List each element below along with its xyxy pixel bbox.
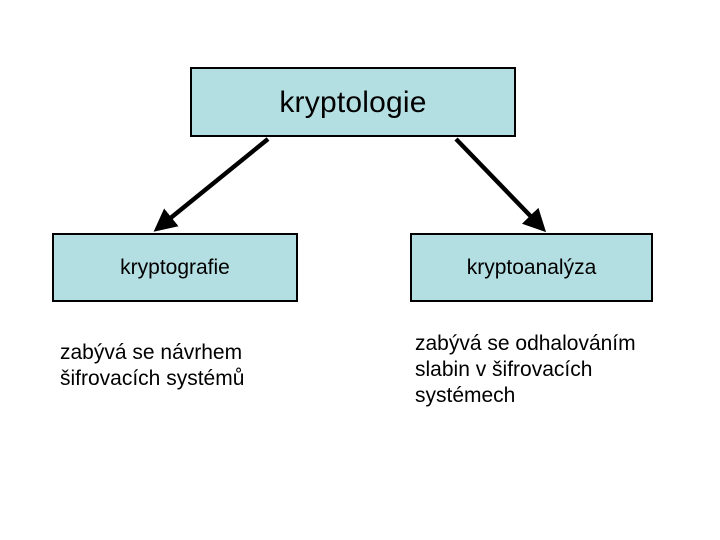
- node-kryptografie[interactable]: kryptografie: [52, 233, 298, 302]
- arrow-root-to-kryptografie: [153, 137, 270, 232]
- node-kryptoanalyza[interactable]: kryptoanalýza: [410, 233, 653, 302]
- node-kryptoanalyza-label: kryptoanalýza: [466, 255, 597, 279]
- node-kryptografie-label: kryptografie: [120, 255, 230, 279]
- node-kryptologie[interactable]: kryptologie: [190, 67, 516, 137]
- node-kryptologie-label: kryptologie: [279, 85, 427, 119]
- description-kryptografie: zabývá se návrhem šifrovacích systémů: [60, 341, 245, 390]
- arrow-root-to-kryptoanalyza: [454, 137, 547, 233]
- description-kryptoanalyza: zabývá se odhalováním slabin v šifrovací…: [415, 332, 636, 407]
